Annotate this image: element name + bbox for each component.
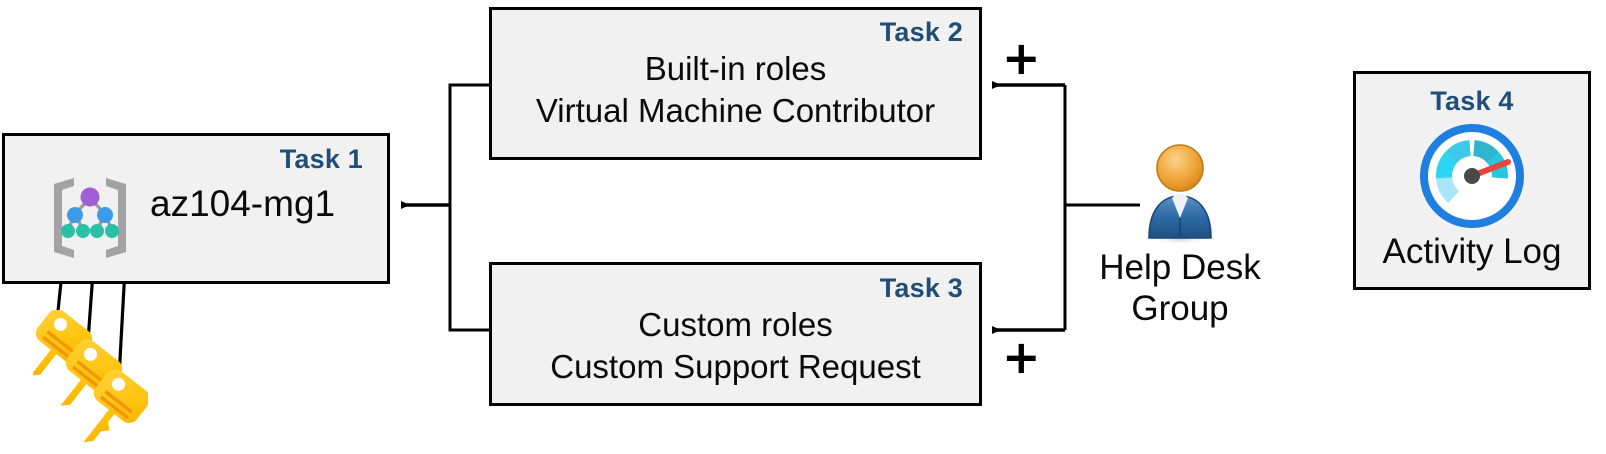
help-desk-group-label: Help Desk Group: [1099, 248, 1261, 328]
task-3-line-2: Custom Support Request: [550, 348, 921, 385]
task-3-box[interactable]: Task 3 Custom roles Custom Support Reque…: [489, 262, 982, 406]
task-2-line-2: Virtual Machine Contributor: [535, 92, 936, 129]
task-4-box[interactable]: Task 4 Activity Log: [1353, 71, 1591, 290]
user-group-icon: [1142, 138, 1218, 246]
gauge-icon: [1420, 124, 1524, 228]
task-1-box[interactable]: Task 1: [2, 133, 390, 284]
task-2-box[interactable]: Task 2 Built-in roles Virtual Machine Co…: [489, 7, 982, 160]
task-1-management-group-name: az104-mg1: [150, 183, 336, 224]
plus-icon-task-2: +: [1002, 31, 1041, 85]
management-group-icon: [44, 172, 136, 264]
task-4-label: Task 4: [1430, 86, 1514, 116]
task-2-label: Task 2: [879, 17, 963, 47]
task-2-line-1: Built-in roles: [644, 50, 827, 87]
task-1-label: Task 1: [279, 144, 363, 174]
keys-icon: [30, 309, 151, 449]
task-3-label: Task 3: [879, 273, 963, 303]
plus-icon-task-3: +: [1002, 330, 1041, 384]
task-3-line-1: Custom roles: [638, 306, 833, 343]
task-4-text: Activity Log: [1382, 232, 1562, 271]
connector-roles-to-mg: [401, 83, 489, 332]
